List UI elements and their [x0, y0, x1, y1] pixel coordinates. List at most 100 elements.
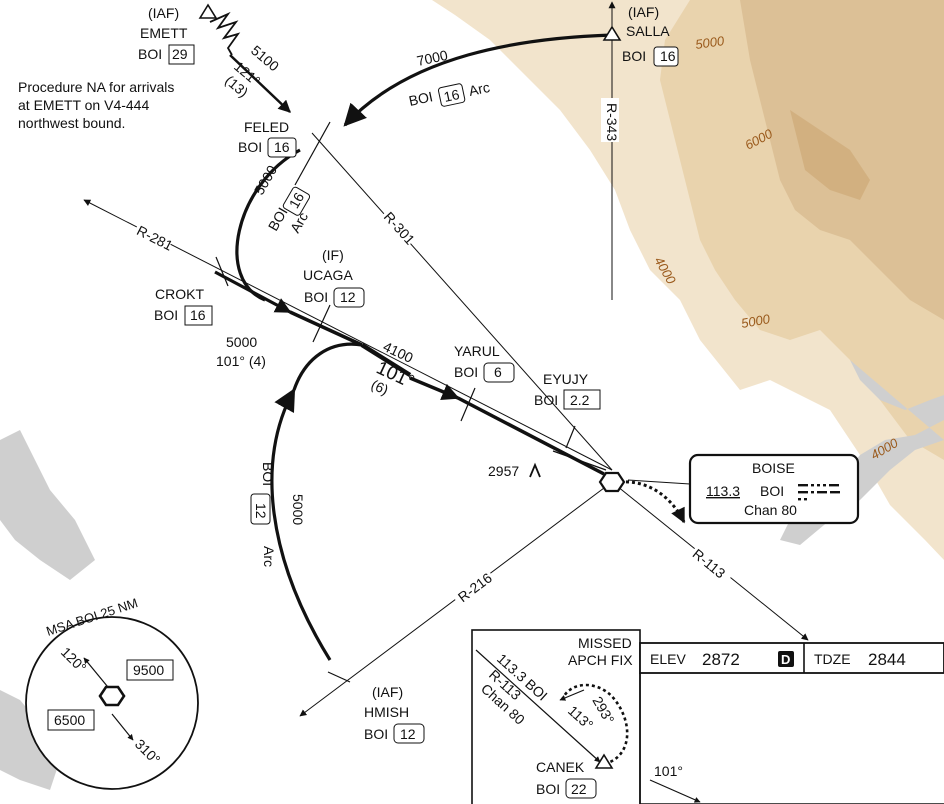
d-badge: D: [781, 652, 790, 667]
navaid-leader-line: [627, 479, 691, 485]
eyujy-dme-box: [563, 389, 601, 410]
salla-arc-prefix: BOI: [407, 88, 434, 109]
emett-iaf-triangle: [198, 3, 218, 19]
salla-arc-suffix: Arc: [467, 79, 491, 99]
msa-sector-a-alt: 9500: [133, 662, 164, 678]
airport-info-strip: ELEV 2872 D TDZE 2844: [639, 642, 944, 674]
eyujy-fix-bar: [552, 450, 607, 471]
eyujy-dme-prefix: BOI: [534, 392, 558, 408]
feled-crossbar: [294, 121, 331, 186]
radial-281-line: [83, 199, 613, 471]
crokt-dme: 16: [190, 307, 206, 323]
contour-label: 5000: [740, 311, 772, 331]
obstacle-elevation: 2957: [488, 463, 519, 479]
canek-triangle: [594, 753, 614, 769]
salla-name: SALLA: [626, 23, 670, 39]
feled-dme-box: [267, 137, 297, 158]
emett-dme-prefix: BOI: [138, 46, 162, 62]
salla-dme-box: [653, 46, 679, 67]
canek-dme-box: [565, 778, 597, 799]
missed-title-1: MISSED: [578, 635, 632, 651]
yarul-name: YARUL: [454, 343, 500, 359]
salla-arc-dme-box: [437, 83, 466, 107]
obstacle-icon: [529, 462, 541, 478]
salla-arc-dme: 16: [442, 86, 461, 105]
emett-dme: 29: [172, 46, 188, 62]
ucaga-dme: 12: [340, 289, 356, 305]
eyujy-dme: 2.2: [570, 392, 590, 408]
navaid-channel: Chan 80: [744, 502, 797, 518]
crokt-track: [214, 270, 292, 314]
emett-name: EMETT: [140, 25, 188, 41]
salla-role: (IAF): [628, 4, 659, 20]
canek-dme: 22: [571, 781, 587, 797]
yarul-crossbar: [460, 387, 476, 422]
radial-301-label: R-301: [381, 209, 419, 248]
hmish-dme: 12: [400, 726, 416, 742]
emett-role: (IAF): [148, 5, 179, 21]
feled-name: FELED: [244, 119, 289, 135]
salla-dme-prefix: BOI: [622, 48, 646, 64]
hmish-crossbar: [327, 671, 351, 683]
feled-arc-dme: 16: [286, 189, 308, 211]
missed-approach-inset: MISSED APCH FIX 113.3 BOI R-113 Chan 80 …: [471, 629, 641, 804]
crokt-dme-box: [184, 305, 213, 326]
msa-sector-b-box: [47, 709, 95, 731]
elev-label: ELEV: [650, 651, 686, 667]
terrain-shading: [432, 0, 944, 560]
navaid-box: BOISE 113.3 BOI Chan 80: [688, 453, 860, 525]
final-track-start: [360, 343, 412, 377]
emett-dme-box: [168, 44, 195, 65]
msa-sector-a-box: [126, 659, 174, 681]
hmish-arc-dme-box: [250, 493, 271, 525]
hmish-arc-dme: 12: [253, 503, 269, 519]
navaid-frequency: 113.3: [706, 483, 740, 499]
hmish-arc-prefix: BOI: [260, 462, 276, 486]
crokt-course: 101° (4): [216, 353, 266, 369]
procedure-note-line-1: Procedure NA for arrivals: [18, 79, 174, 95]
salla-iaf-triangle: [602, 25, 622, 41]
canek-name: CANEK: [536, 759, 585, 775]
missed-hold-pattern: [560, 683, 629, 764]
tdze-value: 2844: [868, 650, 906, 669]
yarul-dme-box: [483, 362, 515, 383]
tdze-label: TDZE: [814, 651, 851, 667]
canek-dme-prefix: BOI: [536, 781, 560, 797]
salla-arc-altitude: 7000: [415, 47, 449, 69]
radial-216-label: R-216: [455, 569, 495, 605]
final-track-end: [457, 396, 605, 476]
crokt-name: CROKT: [155, 286, 204, 302]
msa-circle: MSA BOI 25 NM 120° 310° 9500 6500: [25, 595, 199, 790]
salla-arc-track: [343, 33, 613, 127]
morse-code-icon: [798, 484, 840, 501]
hmish-turn-track: [292, 342, 363, 391]
eyujy-name: EYUJY: [543, 371, 589, 387]
msa-sector-b-alt: 6500: [54, 712, 85, 728]
crokt-crossbar: [215, 256, 229, 287]
salla-dme: 16: [660, 48, 676, 64]
contour-label: 5000: [694, 33, 725, 52]
eyujy-crossbar: [565, 425, 576, 449]
hmish-role: (IAF): [372, 684, 403, 700]
feled-dme: 16: [274, 139, 290, 155]
navaid-ident: BOI: [760, 483, 784, 499]
feled-arc-suffix: Arc: [287, 209, 311, 235]
final-distance: (6): [369, 376, 391, 398]
crokt-altitude: 5000: [226, 334, 257, 350]
missed-approach-track: [619, 480, 686, 524]
feled-dme-prefix: BOI: [238, 139, 262, 155]
radial-301-line: [311, 132, 613, 471]
elev-value: 2872: [702, 650, 740, 669]
procedure-note-line-3: northwest bound.: [18, 115, 125, 131]
ucaga-dme-box: [333, 287, 365, 308]
ucaga-role: (IF): [322, 247, 344, 263]
yarul-dme-prefix: BOI: [454, 364, 478, 380]
final-course-bottom: 101°: [654, 763, 683, 779]
radial-281-label: R-281: [134, 222, 175, 254]
hmish-dme-box: [393, 723, 425, 744]
hmish-dme-prefix: BOI: [364, 726, 388, 742]
boise-vor-icon: [598, 471, 626, 493]
hmish-arc-suffix: Arc: [261, 546, 277, 567]
d-badge-box: [778, 651, 794, 667]
final-track-mid: [409, 376, 460, 401]
